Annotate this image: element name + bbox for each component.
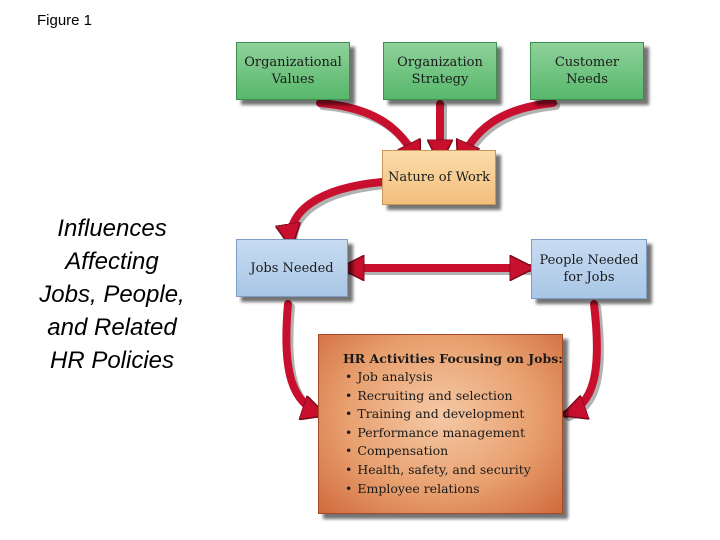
figure-label: Figure 1: [37, 12, 93, 29]
box-organization-strategy: Organization Strategy: [383, 42, 497, 100]
box-jobs-needed: Jobs Needed: [236, 239, 348, 297]
side-title-line: Affecting: [65, 248, 159, 275]
list-item: Performance management: [345, 424, 562, 443]
box-label-line: for Jobs: [563, 270, 615, 285]
list-item: Training and development: [345, 405, 562, 424]
box-label-line: Needs: [566, 72, 608, 87]
side-title-line: and Related: [47, 314, 177, 341]
list-item: Health, safety, and security: [345, 461, 562, 480]
box-people-needed: People Needed for Jobs: [531, 239, 647, 299]
box-label-line: Jobs Needed: [250, 260, 334, 276]
hr-activities-list: Job analysis Recruiting and selection Tr…: [345, 368, 562, 498]
hr-activities-box: HR Activities Focusing on Jobs: Job anal…: [318, 334, 563, 514]
arrow-people-to-hr: [566, 300, 601, 414]
box-label-line: Values: [271, 72, 315, 87]
list-item: Job analysis: [345, 368, 562, 387]
box-label-line: Nature of Work: [388, 170, 490, 185]
box-customer-needs: Customer Needs: [530, 42, 644, 100]
box-label-line: People Needed: [539, 253, 639, 268]
side-title-line: Influences: [57, 215, 167, 242]
list-item: Compensation: [345, 442, 562, 461]
box-label-line: Organization: [397, 55, 483, 70]
arrow-jobs-to-hr: [282, 300, 322, 414]
hr-activities-title: HR Activities Focusing on Jobs:: [343, 351, 563, 366]
box-label-line: Organizational: [244, 55, 342, 70]
box-label-line: Strategy: [411, 72, 469, 87]
side-title-line: Jobs, People,: [39, 281, 185, 308]
list-item: Recruiting and selection: [345, 387, 562, 406]
arrow-work-to-jobs: [290, 178, 386, 244]
list-item: Employee relations: [345, 480, 562, 499]
box-organizational-values: Organizational Values: [236, 42, 350, 100]
box-label-line: Customer: [554, 55, 620, 70]
side-title: Influences Affecting Jobs, People, and R…: [16, 212, 208, 377]
side-title-line: HR Policies: [49, 347, 175, 374]
box-nature-of-work: Nature of Work: [382, 150, 496, 205]
